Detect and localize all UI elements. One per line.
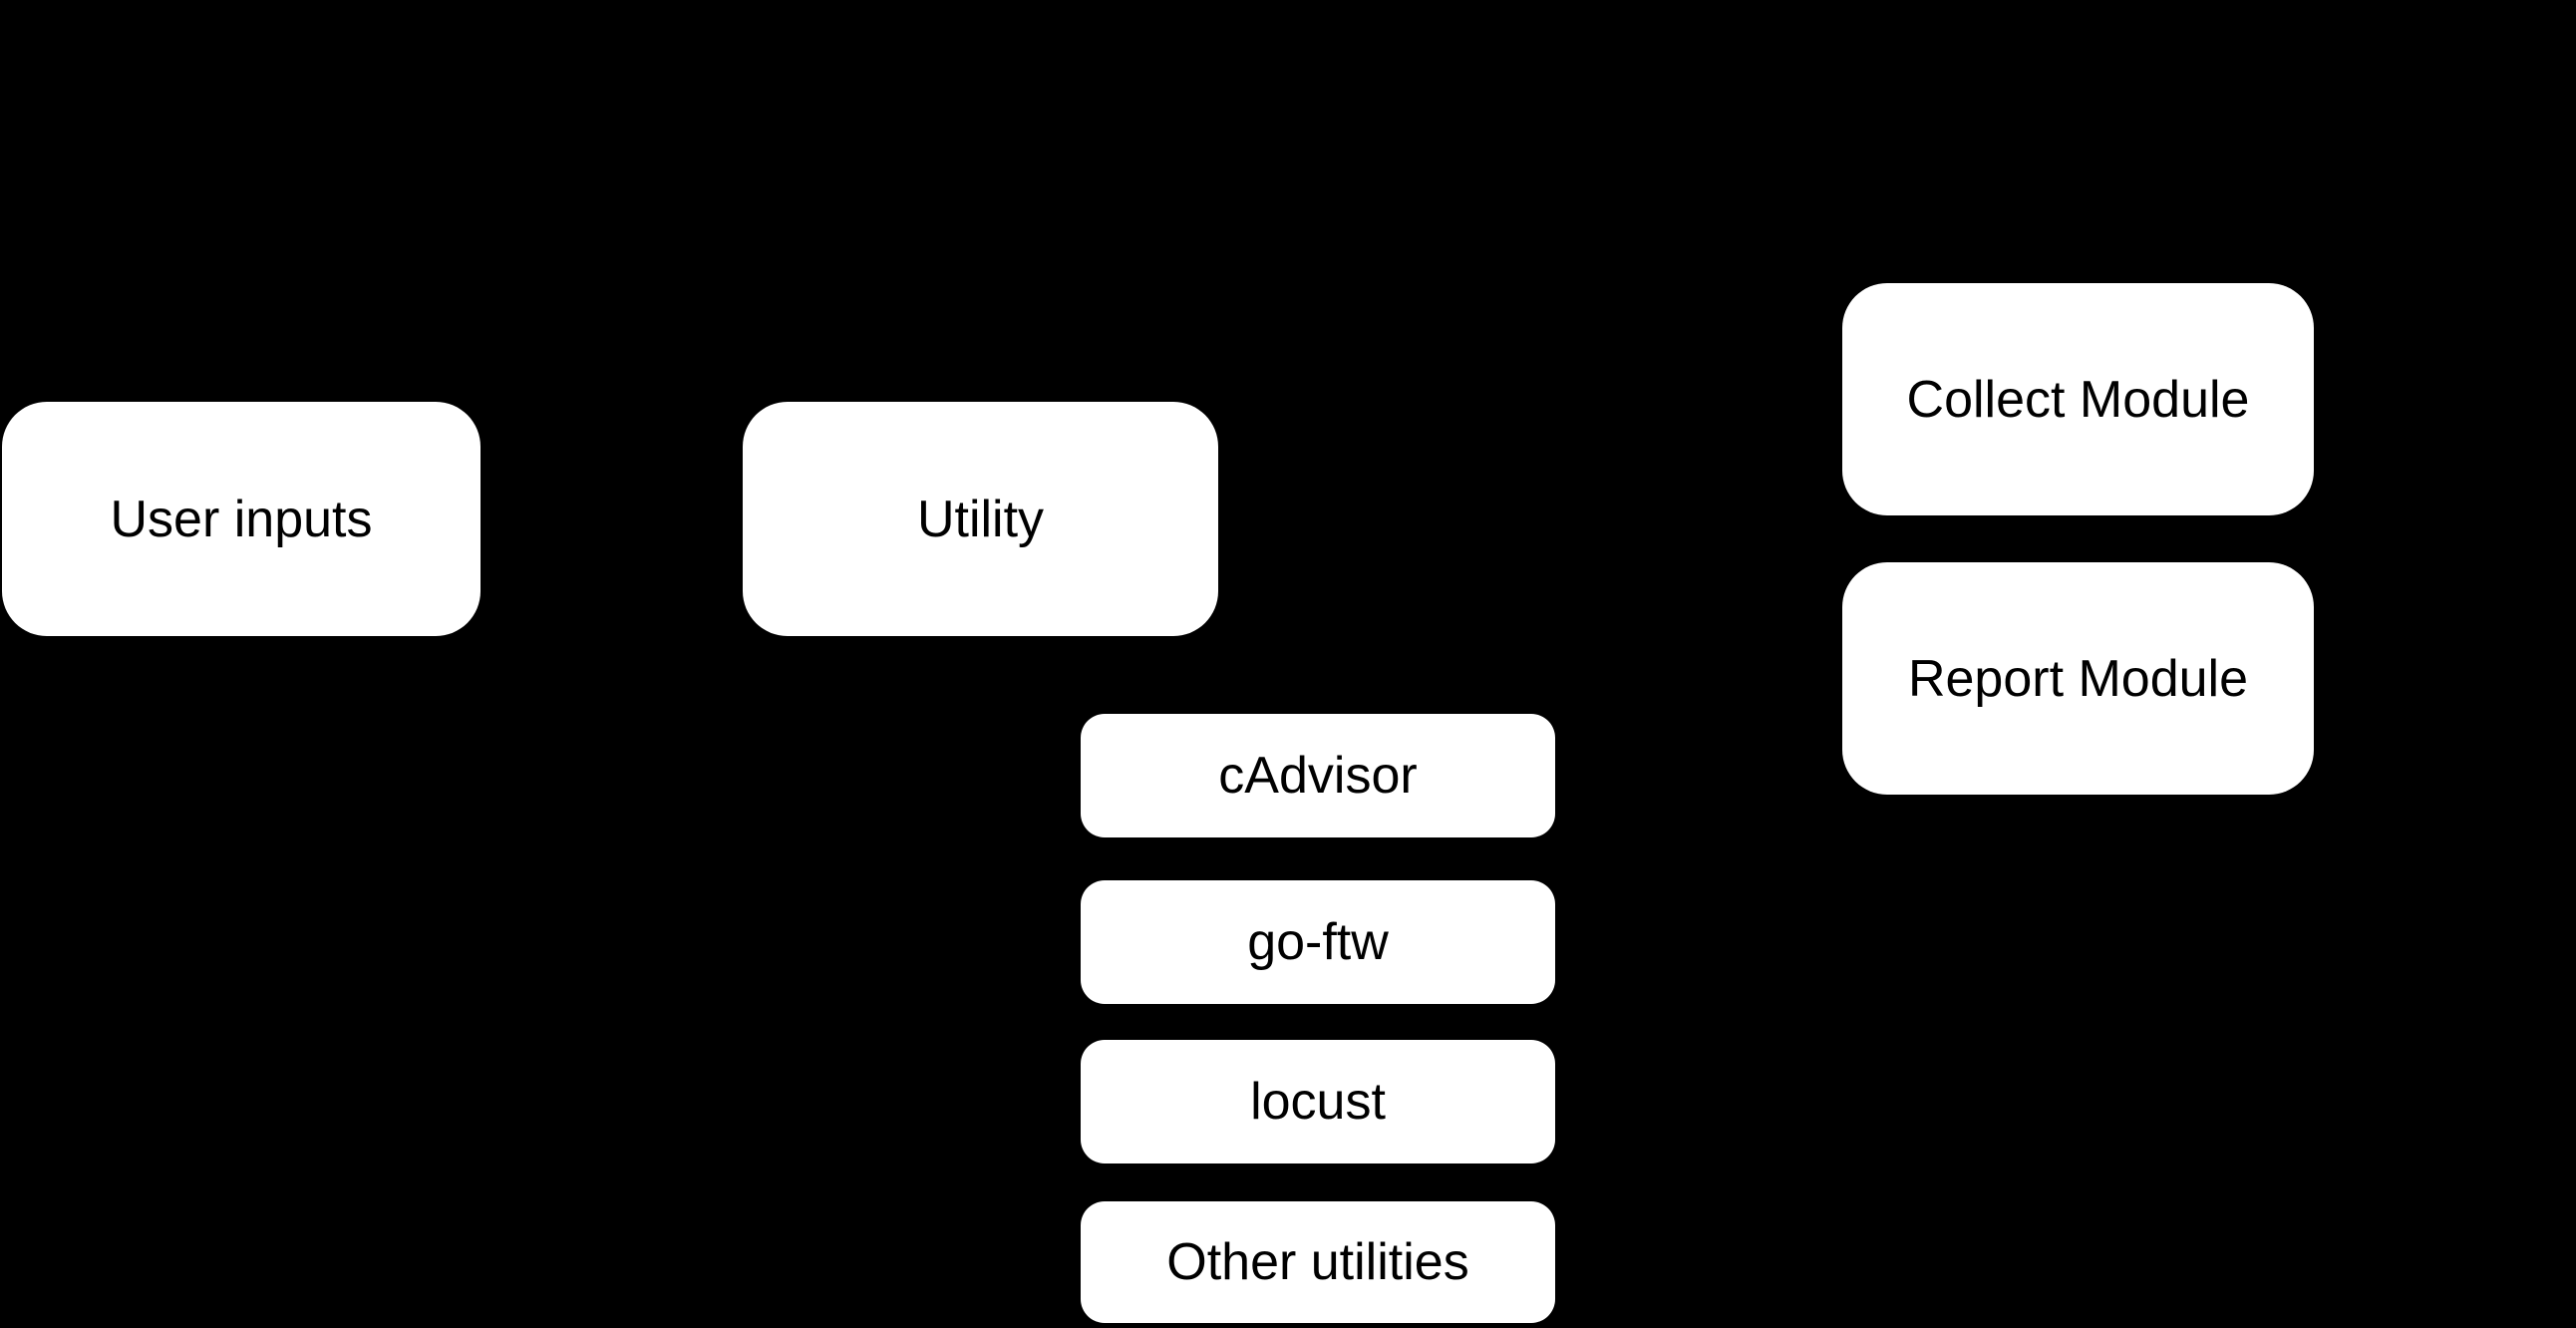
node-locust: locust (1081, 1040, 1555, 1163)
node-go-ftw: go-ftw (1081, 880, 1555, 1004)
node-other-utilities: Other utilities (1081, 1201, 1555, 1323)
node-label: User inputs (110, 490, 373, 548)
node-label: Collect Module (1906, 370, 2250, 429)
node-utility: Utility (743, 402, 1218, 636)
node-label: locust (1250, 1073, 1386, 1131)
node-collect-module: Collect Module (1842, 283, 2314, 515)
node-user-inputs: User inputs (2, 402, 481, 636)
node-label: Report Module (1907, 649, 2249, 708)
node-label: Other utilities (1166, 1233, 1469, 1291)
node-label: go-ftw (1247, 913, 1389, 971)
node-label: Utility (916, 490, 1045, 548)
node-report-module: Report Module (1842, 562, 2314, 795)
node-label: cAdvisor (1218, 747, 1418, 805)
node-cadvisor: cAdvisor (1081, 714, 1555, 837)
